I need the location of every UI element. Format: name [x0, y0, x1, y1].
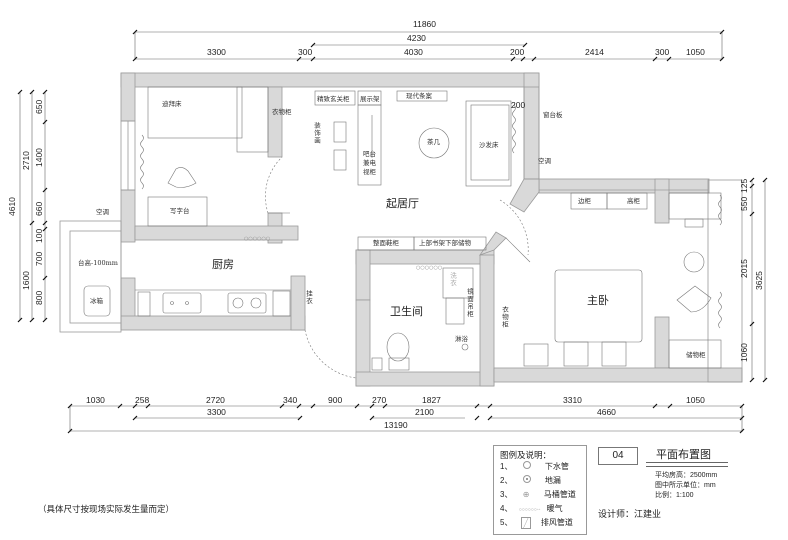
exhaust-duct-icon [520, 517, 531, 529]
label-wardrobe-small: 衣物柜 [272, 108, 292, 116]
dim-top-seg: 3300 [207, 47, 226, 57]
dim-top-seg: 2414 [585, 47, 604, 57]
label-decor-painting: 装饰画 [312, 122, 321, 145]
label-tatami: 迪拜床 [162, 100, 182, 108]
legend-item-2: 2、 地漏 [500, 475, 561, 486]
dim-bottom-seg: 258 [135, 395, 150, 405]
label-wardrobe-master: 衣物柜 [500, 306, 509, 329]
dim-top-seg: 4030 [404, 47, 423, 57]
legend-item-5: 5、 排风管道 [500, 517, 573, 529]
drain-pipe-icon [522, 461, 531, 469]
dim-left-seg: 100 [34, 228, 44, 243]
legend-label: 排风管道 [540, 518, 573, 528]
legend-item-3: 3、 ⊕ 马桶管道 [500, 489, 576, 500]
dim-bottom-seg: 3310 [563, 395, 582, 405]
legend-num: 3、 [500, 490, 513, 499]
info-ceiling-height: 平均房高：2500mm [655, 472, 718, 479]
title-underline [646, 462, 728, 467]
dim-bottom-seg: 340 [283, 395, 298, 405]
dim-bottom-mid: 3300 [207, 407, 226, 417]
label-side-cabinet: 边柜 [578, 197, 591, 205]
label-shoe-cabinet: 整面鞋柜 [373, 239, 399, 247]
radiator-kitchen: ○○○○○○ [244, 236, 271, 242]
room-bathroom: 卫生间 [390, 305, 423, 318]
label-fridge: 冰箱 [90, 297, 103, 305]
dim-left-seg: 800 [34, 290, 44, 305]
label-bar-tv: 吧台兼电视柜 [363, 150, 376, 176]
legend-label: 下水管 [544, 462, 569, 471]
dim-right-seg: 2015 [739, 259, 749, 278]
dim-bottom-seg: 1030 [86, 395, 105, 405]
label-window-board: 窗台板 [543, 111, 563, 119]
legend-label: 暖气 [546, 504, 563, 513]
dim-bottom-seg: 1827 [422, 395, 441, 405]
dim-top-seg: 1050 [686, 47, 705, 57]
dim-right-seg: 125 [739, 178, 749, 193]
radiator-icon: ○○○○○○◦◦ [518, 507, 541, 513]
dim-left-seg: 650 [34, 99, 44, 114]
dim-top-seg: 300 [655, 47, 670, 57]
legend-num: 5、 [500, 518, 513, 528]
dimension-note: （具体尺寸按现场实际发生量而定） [38, 505, 175, 515]
legend-num: 4、 [500, 504, 513, 513]
legend-title: 图例及说明： [500, 450, 552, 460]
legend-box: 图例及说明： 1、 下水管 2、 地漏 3、 ⊕ 马桶管道 4、 ○○○○○○◦… [493, 445, 587, 535]
label-ac-right: 空调 [538, 157, 551, 165]
floor-drain-icon [522, 475, 531, 483]
legend-label: 马桶管道 [543, 490, 576, 499]
designer: 设计师：江建业 [598, 510, 662, 520]
label-laundry: 洗衣 [448, 272, 457, 287]
dim-right-total: 3625 [754, 271, 764, 290]
toilet-pipe-icon: ⊕ [522, 490, 530, 499]
dim-window-200: 200 [511, 100, 526, 110]
dim-left-mid: 2710 [21, 151, 31, 170]
info-units: 图中所示单位：mm [655, 482, 716, 489]
legend-num: 2、 [500, 476, 513, 485]
dim-left-total: 4610 [7, 197, 17, 216]
dim-bottom-seg: 2720 [206, 395, 225, 405]
dim-top-total: 11860 [413, 19, 437, 29]
dim-bottom-mid: 2100 [415, 407, 434, 417]
legend-label: 地漏 [544, 476, 561, 485]
dim-top-sub: 4230 [407, 33, 426, 43]
room-kitchen: 厨房 [212, 258, 234, 271]
label-desk: 写字台 [170, 207, 190, 215]
label-shower: 淋浴 [455, 335, 468, 343]
dim-right-seg: 550 [739, 196, 749, 211]
dim-bottom-total: 13190 [384, 420, 408, 430]
room-living: 起居厅 [386, 197, 419, 210]
room-master-bedroom: 主卧 [587, 294, 609, 307]
dim-bottom-seg: 900 [328, 395, 343, 405]
legend-item-1: 1、 下水管 [500, 461, 569, 472]
dim-bottom-seg: 270 [372, 395, 387, 405]
sheet-number: 04 [598, 447, 638, 465]
label-display-shelf: 展示架 [360, 95, 380, 103]
legend-num: 1、 [500, 462, 513, 471]
info-scale: 比例：1:100 [655, 492, 694, 499]
legend-item-4: 4、 ○○○○○○◦◦ 暖气 [500, 503, 563, 514]
label-console: 现代条案 [406, 92, 432, 100]
drawing-title: 平面布置图 [656, 448, 711, 461]
dim-bottom-seg: 1050 [686, 395, 705, 405]
dim-top-seg: 300 [298, 47, 313, 57]
label-ac-left: 空调 [96, 208, 109, 216]
dim-bottom-mid: 4660 [597, 407, 616, 417]
label-coat-hanger: 挂衣 [304, 290, 313, 305]
label-storage-cabinet: 储物柜 [686, 351, 706, 359]
dim-left-mid: 1600 [21, 271, 31, 290]
dim-left-seg: 660 [34, 201, 44, 216]
dim-top-seg: 200 [510, 47, 525, 57]
label-coffee-table: 茶几 [427, 138, 440, 146]
label-sofa-bed: 沙发床 [479, 141, 499, 149]
dim-left-seg: 1400 [34, 148, 44, 167]
label-entry-cabinet: 精致玄关柜 [317, 95, 350, 103]
radiator-bathroom: ○○○○○○ [416, 265, 443, 271]
label-mirror-cabinet: 镜面吊柜 [465, 288, 474, 318]
dim-left-seg: 700 [34, 251, 44, 266]
label-counter-height: 台高-100mm [78, 259, 118, 267]
label-bookshelf: 上部书架下部储物 [419, 239, 471, 247]
label-tall-cabinet: 高柜 [627, 197, 640, 205]
dim-right-seg: 1060 [739, 343, 749, 362]
